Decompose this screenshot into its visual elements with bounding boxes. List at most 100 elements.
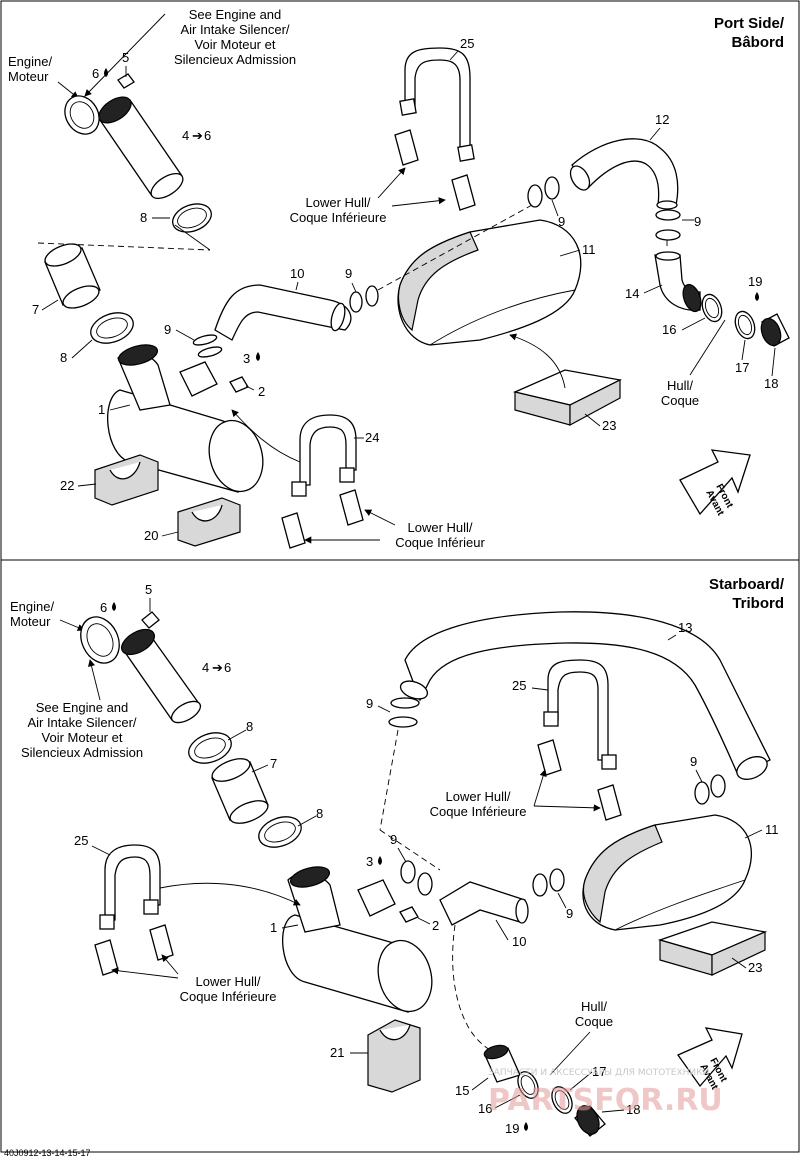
callout-25-c: 25 [74, 833, 88, 848]
callout-9-c: 9 [558, 214, 565, 229]
callout-12: 12 [655, 112, 669, 127]
engine-clamp [64, 95, 100, 135]
clamp-9-b2 [417, 872, 433, 896]
support-block-21 [367, 1019, 421, 1093]
callout-13: 13 [678, 620, 692, 635]
callout-6-c: 6 [224, 660, 231, 675]
callout-25-b: 25 [512, 678, 526, 693]
callout-8: 8 [140, 210, 147, 225]
port-side-diagram: Port Side/ Bâbord Engine/ Moteur See Eng… [8, 7, 790, 550]
exhaust-hose-13 [404, 611, 771, 776]
sealant-drop-icon-2 [256, 352, 260, 361]
callout-20: 20 [144, 528, 158, 543]
clamp-9-b4 [549, 868, 565, 892]
hull-label-b: Hull/ [581, 999, 607, 1014]
strap-bracket-b [451, 174, 476, 211]
see-engine-note-b2: Air Intake Silencer/ [27, 715, 136, 730]
clamp-9-b6 [388, 716, 418, 728]
see-engine-note-1: See Engine and [189, 7, 282, 22]
callout-7: 7 [32, 302, 39, 317]
callout-23: 23 [602, 418, 616, 433]
callout-23-b: 23 [748, 960, 762, 975]
callout-3-b: 3 [366, 854, 373, 869]
strap-bracket-b1 [537, 739, 562, 776]
callout-9-b2: 9 [566, 906, 573, 921]
fitting-5-b [141, 611, 160, 629]
callout-16: 16 [662, 322, 676, 337]
callout-18: 18 [764, 376, 778, 391]
retaining-strap-25-b [547, 659, 609, 761]
callout-2: 2 [258, 384, 265, 399]
starboard-side-title: Starboard/ [709, 576, 785, 593]
see-engine-note-2: Air Intake Silencer/ [180, 22, 289, 37]
engine-label-fr: Moteur [8, 69, 49, 84]
callout-16-b: 16 [478, 1101, 492, 1116]
lower-hull-label-d: Lower Hull/ [195, 974, 260, 989]
callout-6-d: 6 [100, 600, 107, 615]
fitting-5 [117, 73, 135, 89]
strap-bracket-a [394, 129, 419, 166]
sealant-drop-icon-3 [755, 292, 759, 301]
callout-9-b: 9 [345, 266, 352, 281]
callout-21: 21 [330, 1045, 344, 1060]
callout-1-b: 1 [270, 920, 277, 935]
retaining-strap-24 [299, 414, 357, 486]
drawing-code: 40J0912-13-14-15-17 [4, 1148, 91, 1158]
lower-hull-label-a-fr: Coque Inférieure [290, 210, 387, 225]
callout-24: 24 [365, 430, 379, 445]
exhaust-hose-10 [214, 284, 352, 341]
starboard-side-panel [0, 559, 800, 1153]
callout-9-b1: 9 [390, 832, 397, 847]
clamp-8-lower [90, 312, 134, 344]
callout-15: 15 [455, 1083, 469, 1098]
lower-hull-label-c-fr: Coque Inférieure [430, 804, 527, 819]
watermark-tagline: ЗАПЧАСТИ И АКСЕССУАРЫ ДЛЯ МОТОТЕХНИКИ [488, 1068, 709, 1078]
front-arrow-icon [679, 449, 751, 516]
sealant-drop-icon-6 [524, 1122, 528, 1131]
callout-19: 19 [748, 274, 762, 289]
callout-8-lower: 8 [60, 350, 67, 365]
strap-bracket-b3 [94, 939, 119, 976]
callout-22: 22 [60, 478, 74, 493]
retaining-strap-25-c [104, 844, 161, 921]
engine-label: Engine/ [8, 54, 52, 69]
clamp-9-e [527, 184, 543, 208]
exhaust-hose-12 [571, 138, 679, 206]
clamp-8-c [258, 816, 302, 848]
support-block-20 [177, 497, 241, 547]
callout-2-b: 2 [432, 918, 439, 933]
watermark-logo: PARTSFOR.RU [488, 1083, 723, 1118]
callout-5-b: 5 [145, 582, 152, 597]
callout-8-c: 8 [316, 806, 323, 821]
clamp-9-a [192, 334, 218, 346]
callout-6: 6 [92, 66, 99, 81]
gasket-16 [701, 293, 723, 323]
lower-hull-label-a: Lower Hull/ [305, 195, 370, 210]
see-engine-note-b1: See Engine and [36, 700, 129, 715]
lower-hull-label-b: Lower Hull/ [407, 520, 472, 535]
clamp-9-d [365, 285, 379, 307]
callout-3: 3 [243, 351, 250, 366]
support-block-22 [94, 454, 159, 506]
callout-9-a: 9 [164, 322, 171, 337]
callout-6-b: 6 [204, 128, 211, 143]
callout-14: 14 [625, 286, 639, 301]
callout-10-b: 10 [512, 934, 526, 949]
callout-9-d: 9 [694, 214, 701, 229]
see-engine-note-3: Voir Moteur et [195, 37, 276, 52]
hull-label-fr: Coque [661, 393, 699, 408]
callout-4-b: 4 [202, 660, 209, 675]
clamp-9-h [655, 229, 681, 241]
see-engine-note-4: Silencieux Admission [174, 52, 296, 67]
callout-17-b: 17 [592, 1064, 606, 1079]
callout-25: 25 [460, 36, 474, 51]
callout-7-b: 7 [270, 756, 277, 771]
hull-label: Hull/ [667, 378, 693, 393]
clamp-9-b [197, 346, 223, 358]
clamp-9-f [544, 176, 560, 200]
clamp-8-b [188, 732, 232, 764]
front-arrow-icon-b [677, 1027, 743, 1088]
strap-bracket-c [281, 512, 306, 549]
starboard-side-title-fr: Tribord [732, 595, 784, 612]
